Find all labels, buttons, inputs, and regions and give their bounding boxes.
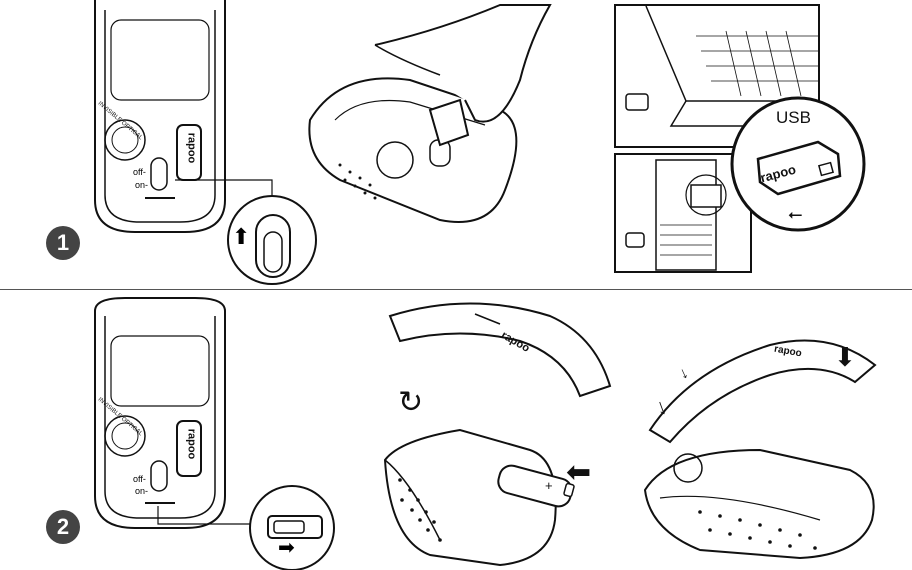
usb-symbol-icon: ⭠: [788, 204, 803, 224]
battery-plus-label: +: [545, 478, 553, 493]
mouse-bottom-view-step1: [94, 0, 226, 233]
mouse-dots-pattern-1: [338, 163, 377, 200]
mouse-brand-1: rapoo: [185, 132, 198, 164]
mouse-bottom-view-step2: [94, 297, 226, 529]
mouse-receiver-insert-illustration: [308, 4, 552, 223]
switch-off-label-2: off-: [133, 474, 146, 484]
switch-on-label-2: on-: [135, 486, 149, 496]
cover-replacement-illustration: [648, 339, 877, 444]
switch-off-label-1: off-: [133, 167, 146, 177]
step-2-badge: 2: [46, 510, 80, 544]
usb-receiver-zoom: [730, 96, 866, 232]
usb-label: USB: [776, 108, 811, 127]
insert-arrow-icon: ⬅: [566, 456, 592, 489]
lift-arrow-icon: ↻: [398, 386, 424, 419]
mouse-open-battery-illustration: [383, 428, 575, 567]
step-divider: [0, 289, 912, 290]
arrow-up-icon: ⬆: [232, 224, 251, 249]
step-1-badge: 1: [46, 226, 80, 260]
switch-zoom-callout-step1: [175, 179, 317, 285]
arrow-right-icon: ➡: [278, 537, 295, 559]
mouse-base-closing-illustration: [643, 448, 875, 560]
mouse-dots-pattern-3: [698, 510, 817, 550]
switch-on-label-1: on-: [135, 180, 149, 190]
mouse-dots-pattern-2: [398, 478, 442, 542]
desktop-usb-panel: [614, 153, 752, 273]
cover-removal-illustration: [388, 302, 612, 398]
desktop-tower-illustration: [625, 159, 727, 271]
press-arrow-icon-1: ⬇: [834, 342, 856, 372]
mouse-brand-2: rapoo: [185, 428, 198, 460]
switch-zoom-callout-step2: [157, 485, 335, 570]
